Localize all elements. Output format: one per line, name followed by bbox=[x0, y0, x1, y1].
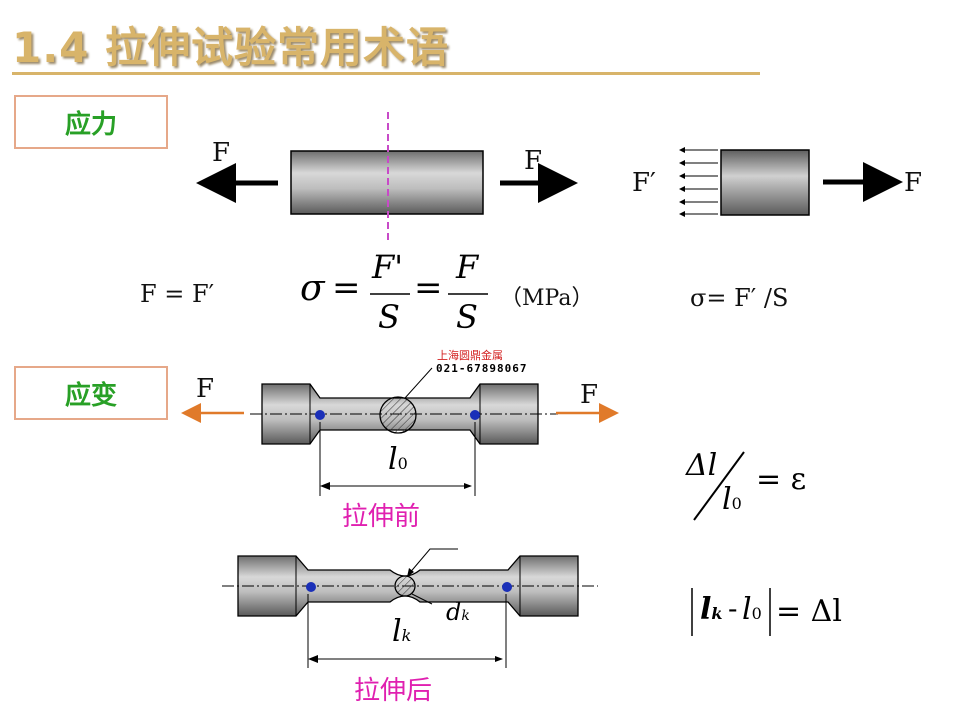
formula-equals-1: = bbox=[332, 268, 361, 308]
neck-diameter-label: dk bbox=[446, 598, 470, 626]
formula-equals-2: = bbox=[414, 268, 443, 308]
before-caption: 拉伸前 bbox=[342, 502, 421, 532]
title-underline bbox=[12, 72, 760, 75]
formula-sigma: σ bbox=[300, 268, 325, 309]
short-stress-formula: σ= F′ /S bbox=[690, 284, 789, 312]
formula-denominator-1: S bbox=[378, 298, 400, 336]
after-caption: 拉伸后 bbox=[354, 676, 433, 706]
fraction-slash bbox=[693, 451, 745, 521]
eq2-l0: l0 bbox=[742, 592, 762, 627]
internal-force-arrows bbox=[679, 147, 718, 217]
gauge-length-label: l0 bbox=[388, 442, 408, 477]
strain-force-left: F bbox=[196, 374, 215, 404]
specimen-before bbox=[181, 367, 619, 496]
eq1-rhs: = ε bbox=[756, 462, 807, 497]
force-label-left: F bbox=[212, 138, 231, 168]
eq1-numerator: Δl bbox=[686, 448, 718, 483]
specimen-after bbox=[222, 548, 598, 668]
force-label-right: F bbox=[524, 146, 543, 176]
eq1-denominator: l0 bbox=[722, 482, 742, 517]
watermark-company: 上海圆鼎金属 bbox=[437, 349, 503, 362]
formula-denominator-2: S bbox=[456, 298, 478, 336]
formula-unit: （MPa） bbox=[500, 286, 594, 311]
cut-block bbox=[720, 149, 810, 216]
stress-section-tag: 应力 bbox=[14, 95, 168, 149]
eq2-minus: - bbox=[728, 592, 738, 625]
strain-force-right: F bbox=[580, 380, 599, 410]
force-equality: F = F′ bbox=[140, 280, 215, 308]
watermark-phone: 021-67898067 bbox=[436, 362, 528, 375]
strain-section-tag: 应变 bbox=[14, 366, 168, 420]
internal-force-label: F′ bbox=[632, 168, 656, 198]
eq2-rhs: = Δl bbox=[776, 594, 842, 629]
final-length-label: lk bbox=[392, 614, 412, 649]
formula-numerator-2: F bbox=[456, 248, 479, 286]
eq2-lk: lk bbox=[700, 592, 723, 627]
formula-numerator-1: F' bbox=[372, 248, 403, 286]
block-force-label: F bbox=[904, 168, 923, 198]
page-title: 1.4 拉伸试验常用术语 bbox=[12, 23, 450, 72]
